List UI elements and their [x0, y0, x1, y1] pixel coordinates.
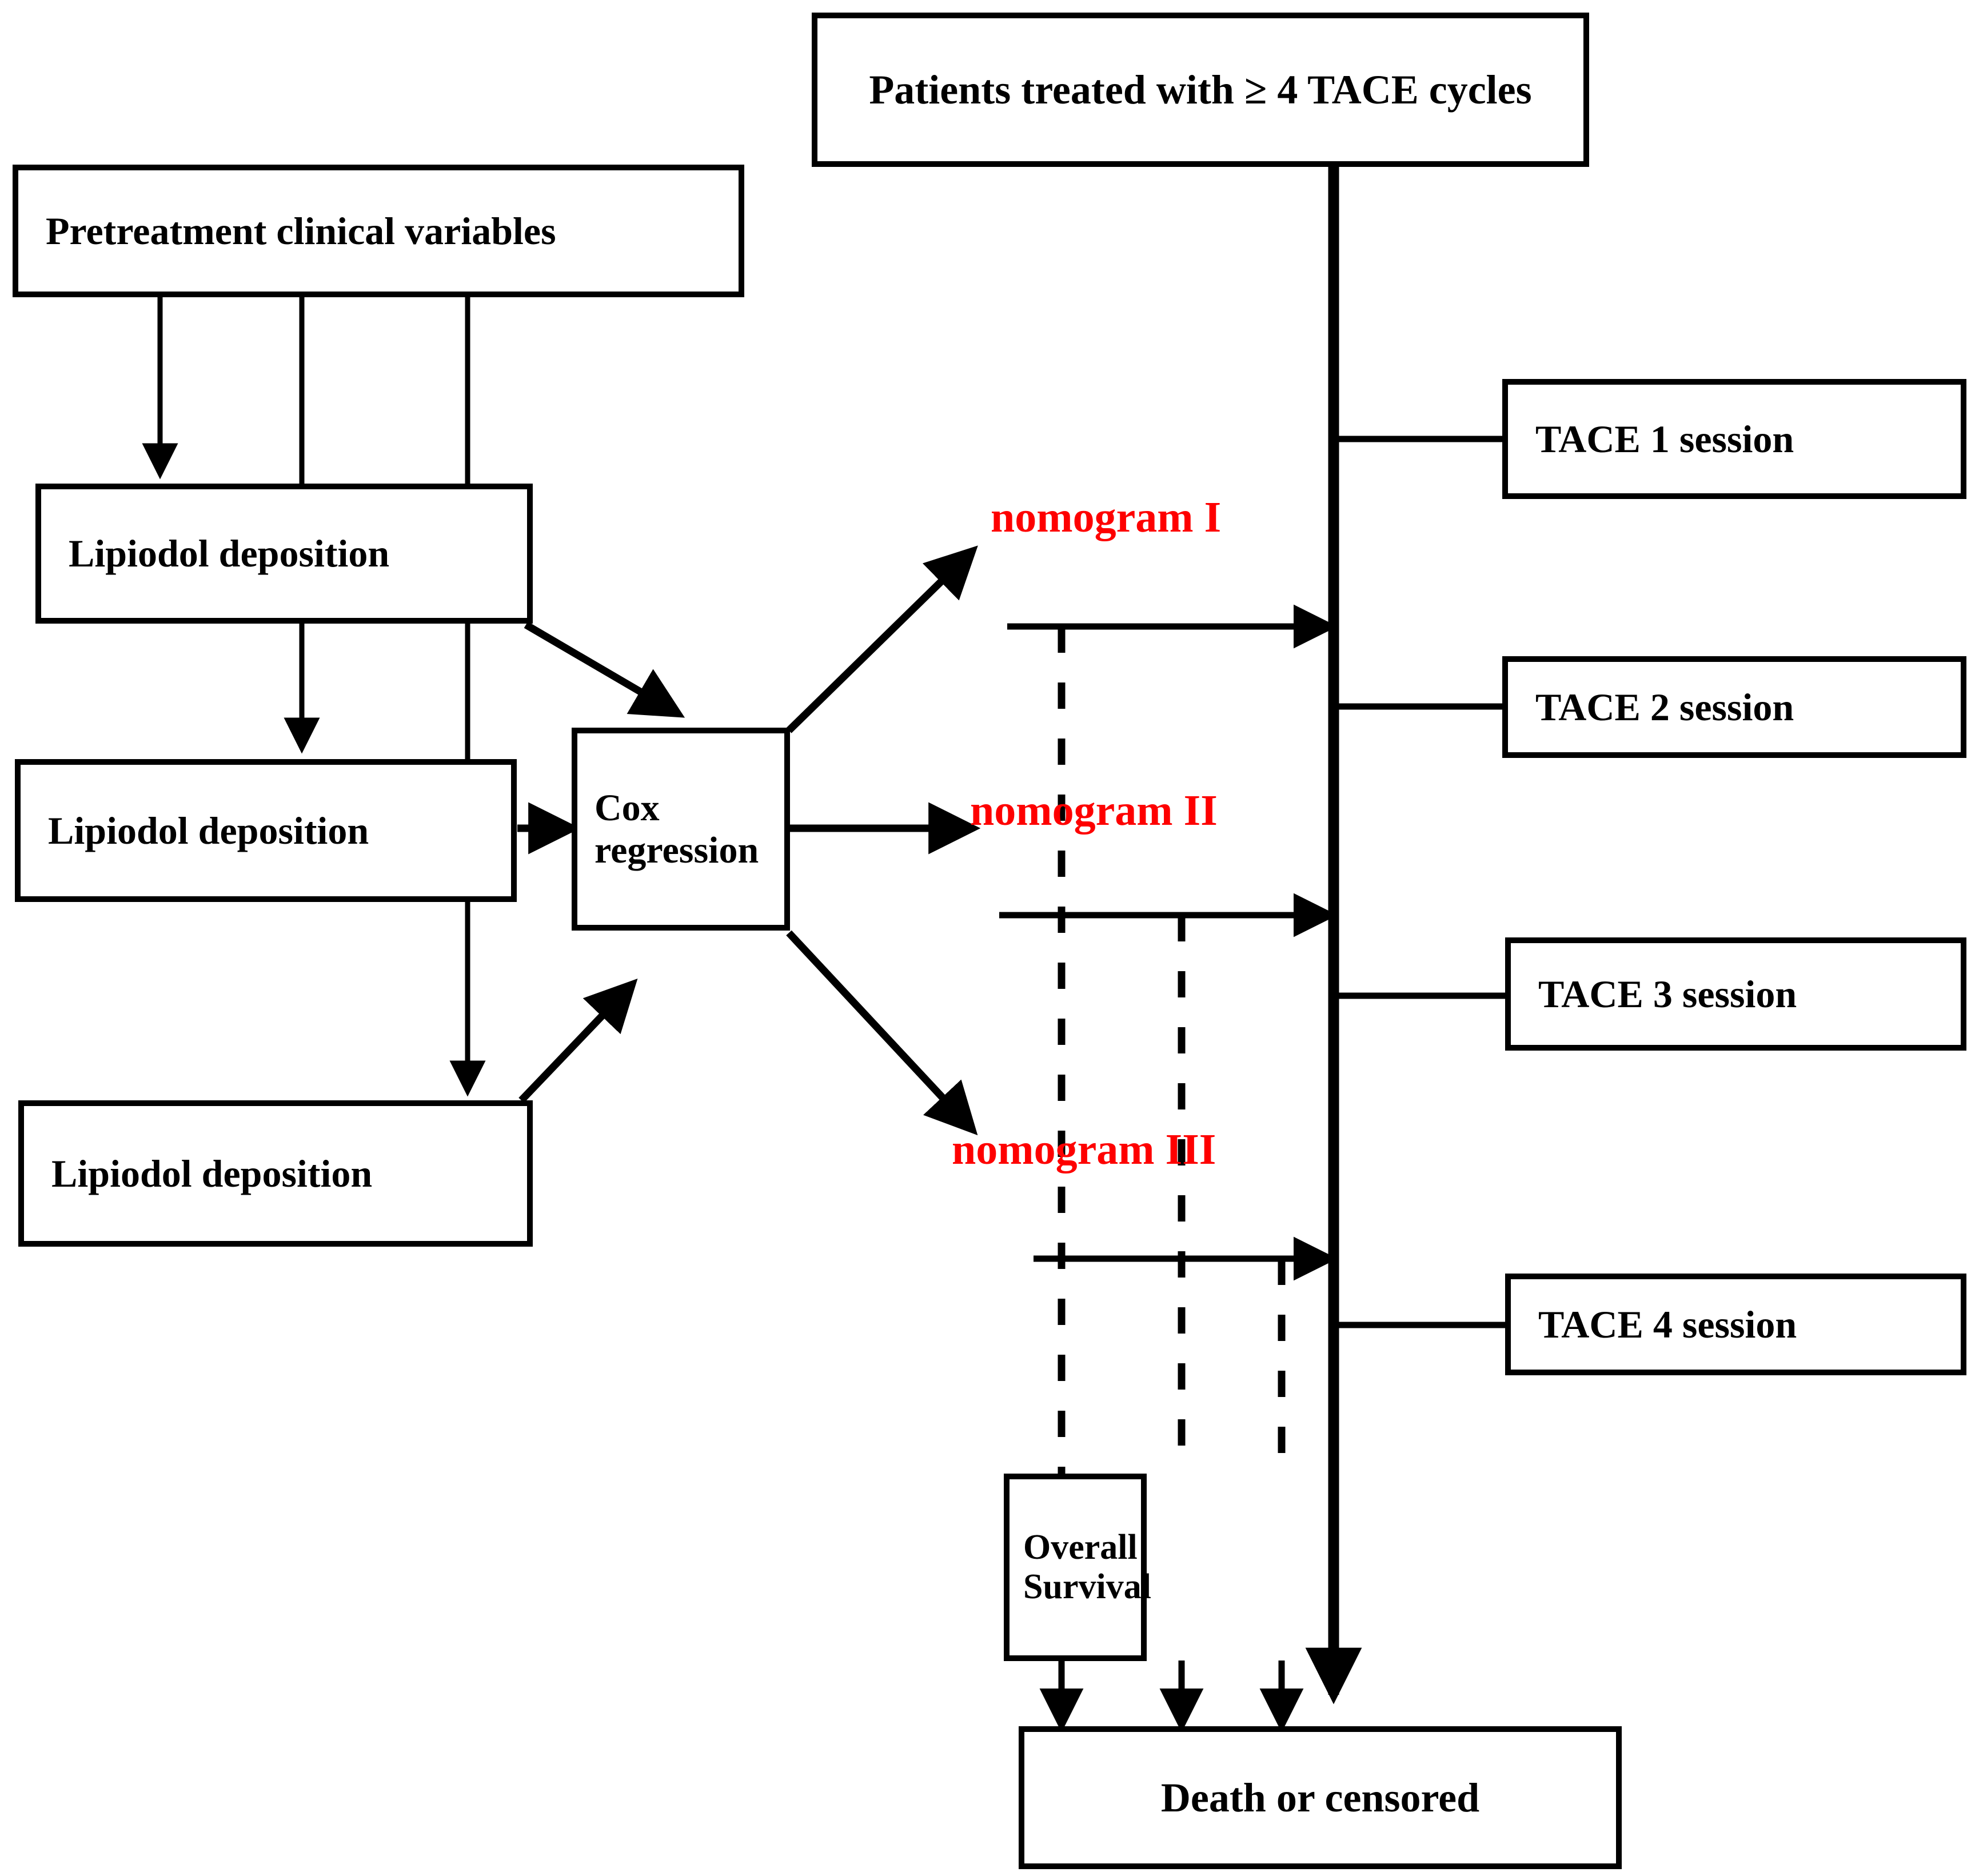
node-pretreatment-variables[interactable]: Pretreatment clinical variables — [13, 165, 744, 297]
node-tace-session-3-label: TACE 3 session — [1538, 972, 1797, 1016]
edge-cox-nomogram3 — [786, 930, 978, 1136]
node-lipiodol-3-label: Lipiodol deposition — [51, 1151, 373, 1195]
node-tace-session-4[interactable]: TACE 4 session — [1505, 1274, 1966, 1375]
edge-lip1-cox — [524, 621, 685, 718]
node-overall-survival-label: Overall Survival — [1023, 1527, 1151, 1607]
node-tace-session-1[interactable]: TACE 1 session — [1502, 379, 1966, 499]
label-nomogram-3: nomogram III — [952, 1125, 1216, 1174]
node-cox-regression-label: Cox regression — [594, 787, 784, 872]
node-lipiodol-deposition-1[interactable]: Lipiodol deposition — [35, 484, 533, 624]
node-cox-line1: Cox — [594, 787, 660, 829]
node-lipiodol-1-label: Lipiodol deposition — [69, 532, 390, 576]
node-lipiodol-2-label: Lipiodol deposition — [48, 808, 369, 852]
node-cohort[interactable]: Patients treated with ≥ 4 TACE cycles — [812, 13, 1589, 167]
node-lipiodol-deposition-2[interactable]: Lipiodol deposition — [15, 759, 517, 902]
node-death-or-censored-label: Death or censored — [1160, 1774, 1480, 1821]
node-death-or-censored[interactable]: Death or censored — [1019, 1726, 1622, 1869]
node-pretreatment-label: Pretreatment clinical variables — [46, 209, 556, 253]
node-cox-line2: regression — [594, 829, 759, 871]
node-tace-session-3[interactable]: TACE 3 session — [1505, 937, 1966, 1051]
edge-lip3-cox — [518, 979, 638, 1103]
node-tace-session-4-label: TACE 4 session — [1538, 1302, 1797, 1346]
edge-cox-nomogram1 — [786, 545, 978, 733]
node-lipiodol-deposition-3[interactable]: Lipiodol deposition — [18, 1100, 533, 1247]
node-tace-session-2-label: TACE 2 session — [1535, 685, 1794, 729]
label-nomogram-1: nomogram I — [991, 493, 1222, 541]
node-cohort-label: Patients treated with ≥ 4 TACE cycles — [869, 66, 1532, 113]
node-os-line2: Survival — [1023, 1567, 1151, 1606]
node-overall-survival[interactable]: Overall Survival — [1004, 1474, 1151, 1661]
node-cox-regression[interactable]: Cox regression — [572, 728, 790, 931]
label-nomogram-2: nomogram II — [970, 787, 1218, 835]
node-os-line1: Overall — [1023, 1527, 1138, 1567]
node-tace-session-2[interactable]: TACE 2 session — [1502, 656, 1966, 758]
node-tace-session-1-label: TACE 1 session — [1535, 417, 1794, 461]
